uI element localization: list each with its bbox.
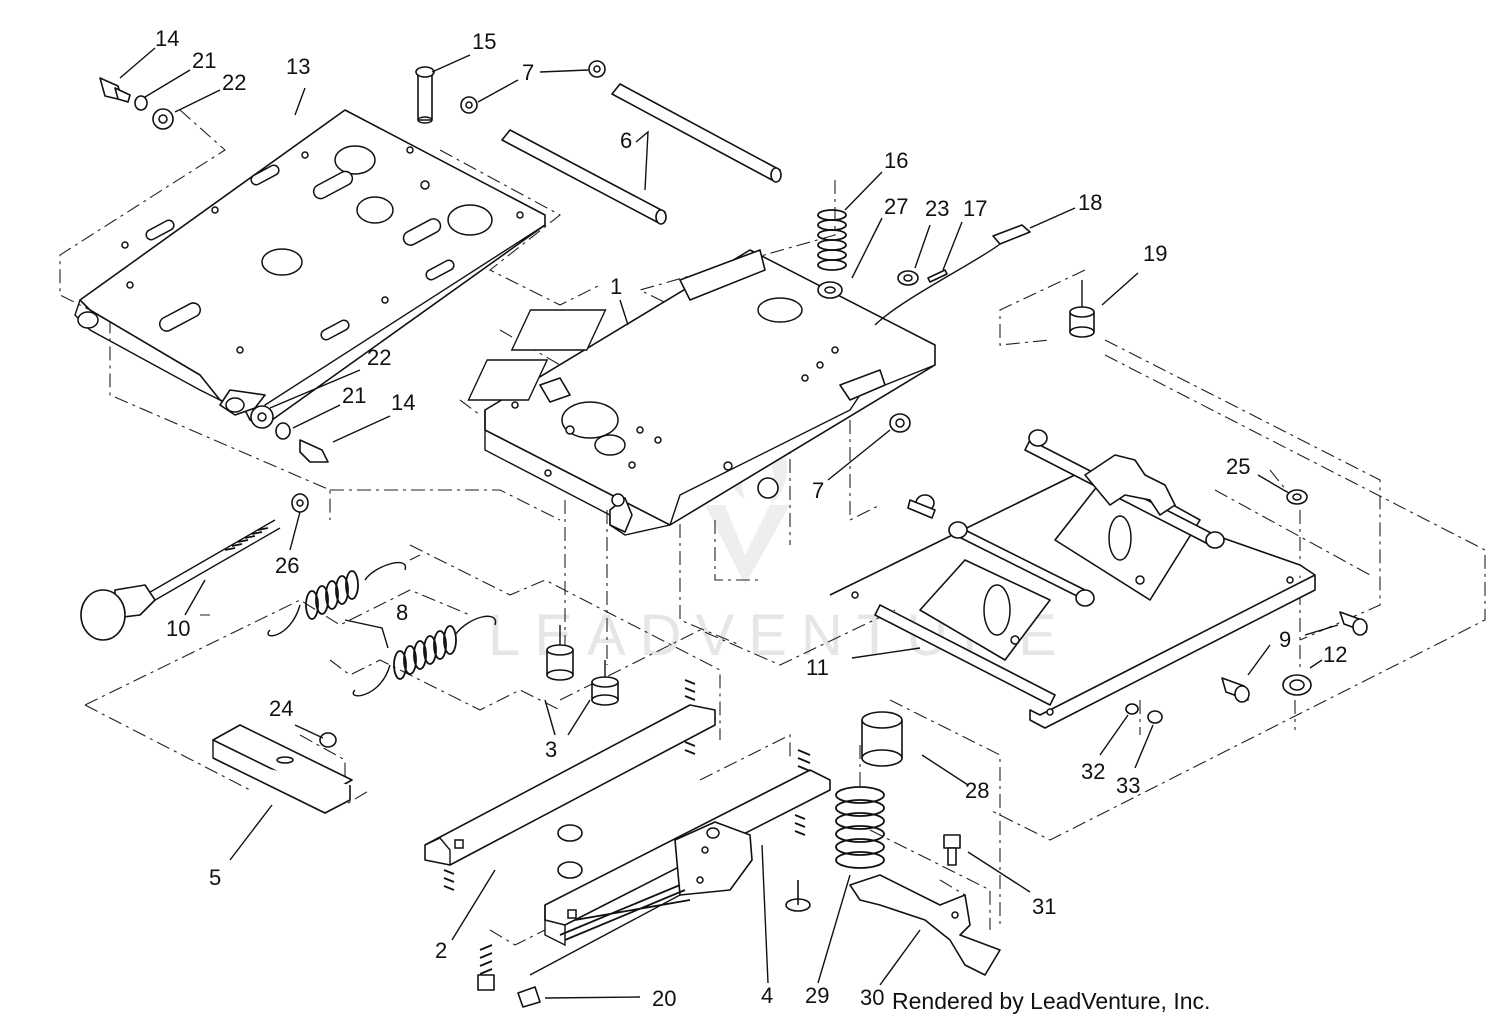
callout-32: 32	[1081, 759, 1105, 784]
callout-33: 33	[1116, 773, 1140, 798]
part-18-switch	[874, 224, 1031, 326]
part-29-spring	[835, 786, 885, 869]
part-13-seat-mounting-plate	[74, 109, 546, 426]
part-31-bolt	[943, 834, 961, 866]
callout-1: 1	[610, 274, 622, 299]
callout-22-lower: 22	[367, 345, 391, 370]
callout-7-lower: 7	[812, 478, 824, 503]
part-12-washer	[1282, 674, 1312, 696]
callout-28: 28	[965, 778, 989, 803]
fastener-set-upper-left	[99, 77, 174, 130]
callout-24: 24	[269, 696, 293, 721]
callout-26: 26	[275, 553, 299, 578]
part-15-pin	[415, 66, 435, 124]
callout-27: 27	[884, 194, 908, 219]
render-credit: Rendered by LeadVenture, Inc.	[892, 988, 1210, 1014]
callout-14-upper: 14	[155, 26, 179, 51]
callout-14-lower: 14	[391, 390, 415, 415]
fastener-set-lower-left	[250, 405, 329, 463]
part-3-rubber-mounts	[546, 625, 619, 706]
callout-16: 16	[884, 148, 908, 173]
callout-21-lower: 21	[342, 383, 366, 408]
callout-17: 17	[963, 196, 987, 221]
callout-13: 13	[286, 54, 310, 79]
callout-25: 25	[1226, 454, 1250, 479]
callout-7-upper: 7	[522, 60, 534, 85]
assembly-guide-lines	[59, 109, 1486, 946]
callout-10: 10	[166, 616, 190, 641]
leader-lines	[119, 47, 1339, 999]
part-32-washer	[1125, 703, 1139, 715]
callout-labels: 14 21 22 13 15 7 6 16 27 23 17 18 19 1 2…	[155, 26, 1347, 1011]
part-26-washer	[291, 493, 309, 513]
part-19-bumper	[1069, 280, 1095, 338]
callout-29: 29	[805, 983, 829, 1008]
callout-3: 3	[545, 737, 557, 762]
callout-31: 31	[1032, 894, 1056, 919]
callout-11: 11	[806, 655, 829, 680]
callout-4: 4	[761, 983, 773, 1008]
part-7-washers	[460, 60, 911, 433]
part-24-nut	[319, 732, 337, 748]
part-28-bumper	[861, 711, 903, 767]
part-16-spring	[817, 209, 847, 271]
callout-2: 2	[435, 938, 447, 963]
part-33-lockwasher	[1147, 710, 1163, 724]
callout-12: 12	[1323, 642, 1347, 667]
callout-5: 5	[209, 865, 221, 890]
callout-30: 30	[860, 985, 884, 1010]
callout-8: 8	[396, 600, 408, 625]
callout-23: 23	[925, 196, 949, 221]
part-10-adjusting-knob	[80, 519, 281, 641]
part-8-springs	[267, 561, 497, 697]
part-20-screw	[477, 944, 541, 1008]
part-11-suspension-frame	[829, 429, 1316, 729]
callout-22-upper: 22	[222, 70, 246, 95]
part-25-nut	[1286, 489, 1308, 505]
part-9-bushings	[1221, 611, 1368, 703]
callout-19: 19	[1143, 241, 1167, 266]
part-4-latch-rail	[529, 749, 831, 976]
part-27-washer	[817, 281, 843, 299]
callout-9: 9	[1279, 627, 1291, 652]
callout-21-upper: 21	[192, 48, 216, 73]
part-23-washer	[897, 270, 919, 286]
part-17-pin	[927, 269, 948, 283]
callout-6: 6	[620, 128, 632, 153]
callout-20: 20	[652, 986, 676, 1011]
part-1-seat-frame	[467, 249, 936, 536]
part-2-slide-rail	[424, 679, 716, 891]
part-30-bracket	[849, 874, 1001, 976]
part-6-rods	[501, 83, 782, 225]
callout-18: 18	[1078, 190, 1102, 215]
callout-15: 15	[472, 29, 496, 54]
part-5-clip	[212, 724, 353, 815]
